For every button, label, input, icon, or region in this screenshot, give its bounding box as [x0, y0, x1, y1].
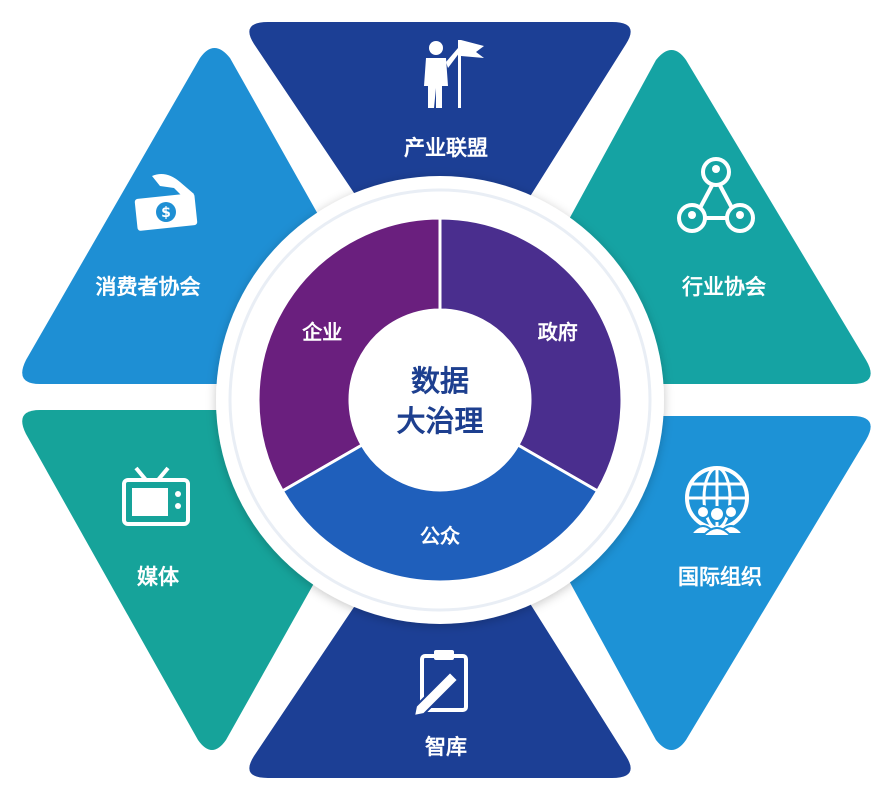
consumer-association-label: 消费者协会 [96, 275, 201, 299]
tv-icon [122, 466, 190, 526]
clipboard-pen-icon [412, 650, 468, 718]
public-label: 公众 [420, 524, 460, 548]
center-title-line1: 数据 [411, 364, 469, 398]
money-hand-icon: $ [134, 174, 198, 231]
enterprise-label: 企业 [301, 320, 342, 344]
center-circle [350, 310, 530, 490]
government-label: 政府 [538, 320, 578, 344]
industry-alliance-label: 产业联盟 [404, 136, 488, 160]
network-people-icon [677, 157, 755, 233]
svg-text:$: $ [161, 205, 171, 221]
international-org-label: 国际组织 [678, 565, 762, 589]
center-title-line2: 大治理 [396, 404, 483, 438]
industry-association-label: 行业协会 [681, 275, 766, 299]
flag-person-icon [424, 40, 484, 108]
globe-people-icon [685, 466, 749, 537]
think-tank-label: 智库 [425, 735, 467, 759]
outer-ring-inner-edge [228, 188, 652, 612]
media-label: 媒体 [137, 565, 180, 589]
